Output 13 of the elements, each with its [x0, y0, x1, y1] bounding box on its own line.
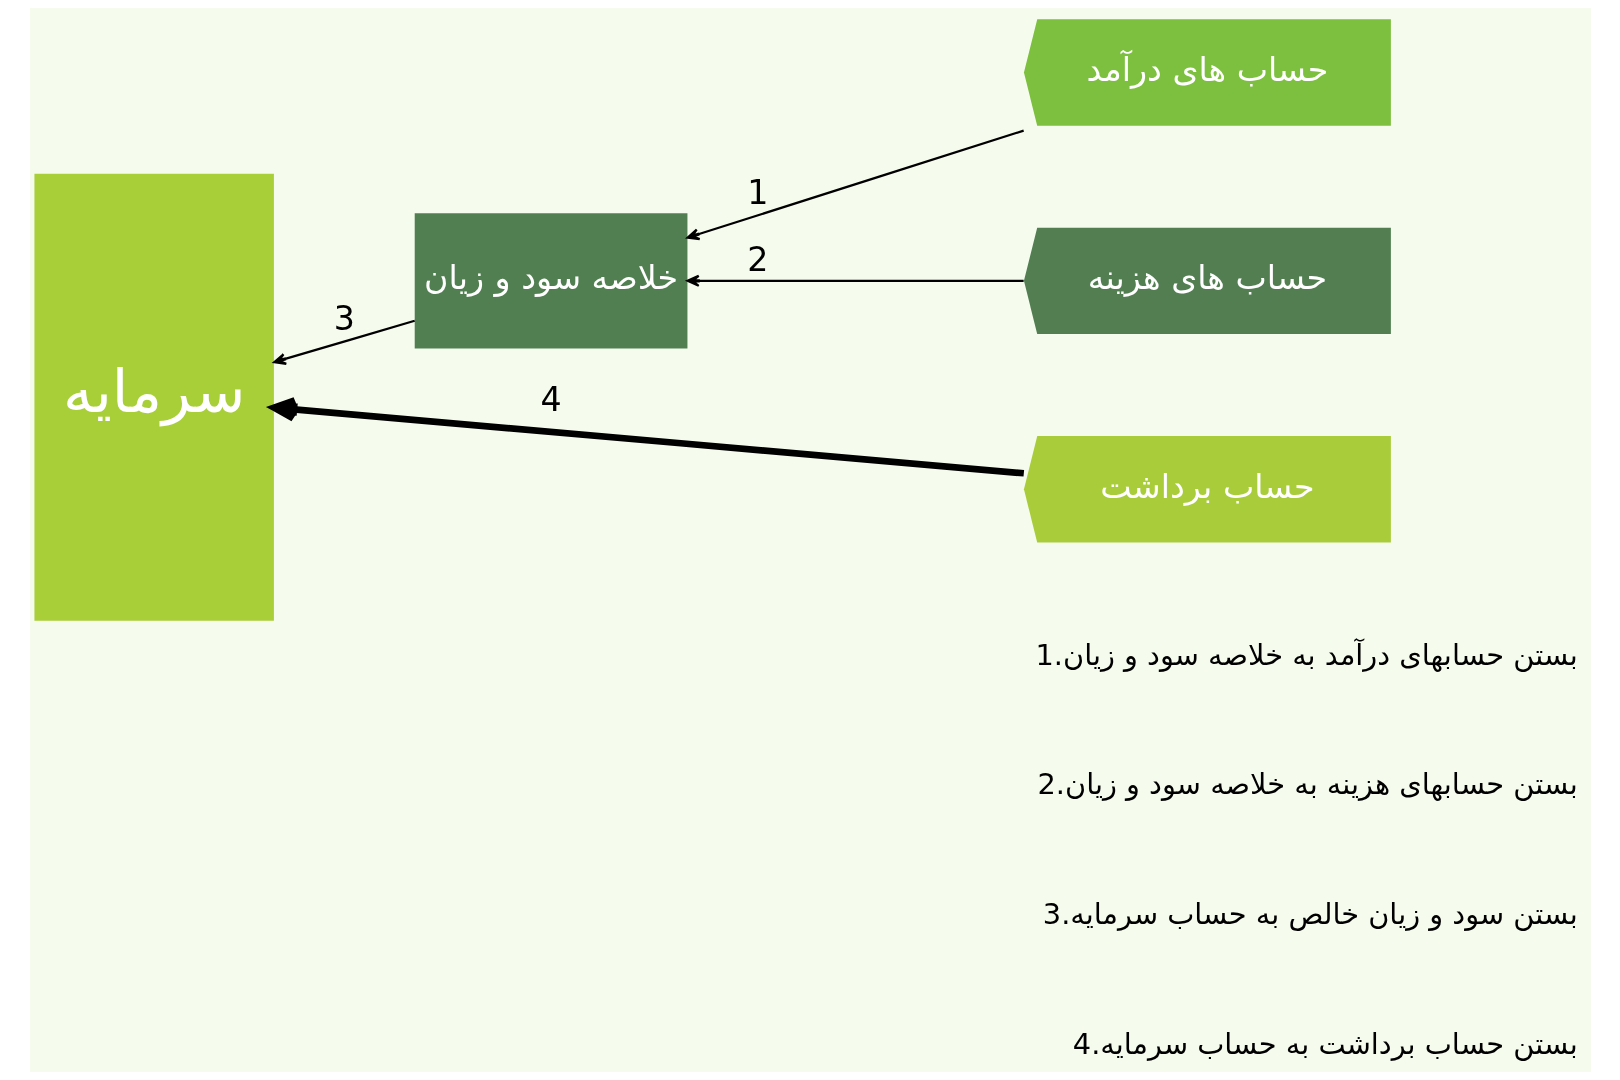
- label: 2.بستن حسابهای هزینه به خلاصه سود و زیان: [1037, 767, 1578, 802]
- arrow: [272, 319, 415, 365]
- edge-label: 4: [539, 379, 562, 419]
- arrow: [686, 129, 1024, 241]
- label: 3.بستن سود و زیان خالص به حساب سرمایه: [1042, 897, 1578, 932]
- edge-label: 2: [746, 239, 768, 279]
- node-box: خلاصه سود و زیان: [414, 213, 687, 349]
- arrow: [686, 274, 1024, 287]
- label: 4.بستن حساب برداشت به حساب سرمایه: [1072, 1026, 1578, 1061]
- edge-label: 1: [746, 173, 768, 213]
- edge-label: 3: [333, 298, 355, 338]
- node-box: سرمایه: [33, 173, 274, 621]
- label: 1.بستن حسابهای درآمد به خلاصه سود و زیان: [1034, 637, 1578, 672]
